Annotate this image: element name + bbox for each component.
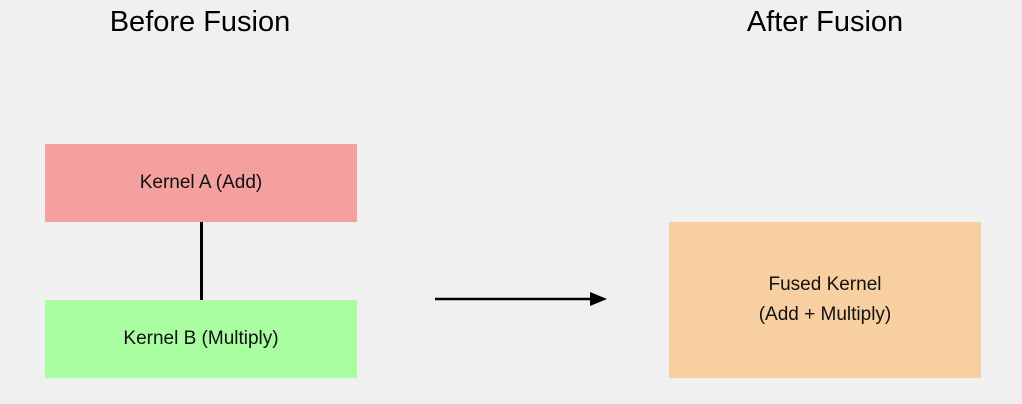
kernel-b-box: Kernel B (Multiply) bbox=[45, 300, 357, 378]
kernel-a-label: Kernel A (Add) bbox=[139, 172, 263, 193]
kernel-a-box: Kernel A (Add) bbox=[45, 144, 357, 222]
fused-kernel-box: Fused Kernel (Add + Multiply) bbox=[669, 222, 981, 378]
after-fusion-heading: After Fusion bbox=[746, 6, 904, 38]
arrow-head bbox=[590, 292, 607, 306]
kernel-b-label: Kernel B (Multiply) bbox=[123, 328, 279, 349]
fusion-arrow-icon bbox=[435, 292, 607, 306]
before-fusion-heading: Before Fusion bbox=[109, 6, 291, 38]
fused-kernel-title: Fused Kernel bbox=[768, 274, 882, 295]
fused-kernel-subtitle: (Add + Multiply) bbox=[758, 304, 892, 325]
kernel-connector-line bbox=[200, 222, 203, 300]
